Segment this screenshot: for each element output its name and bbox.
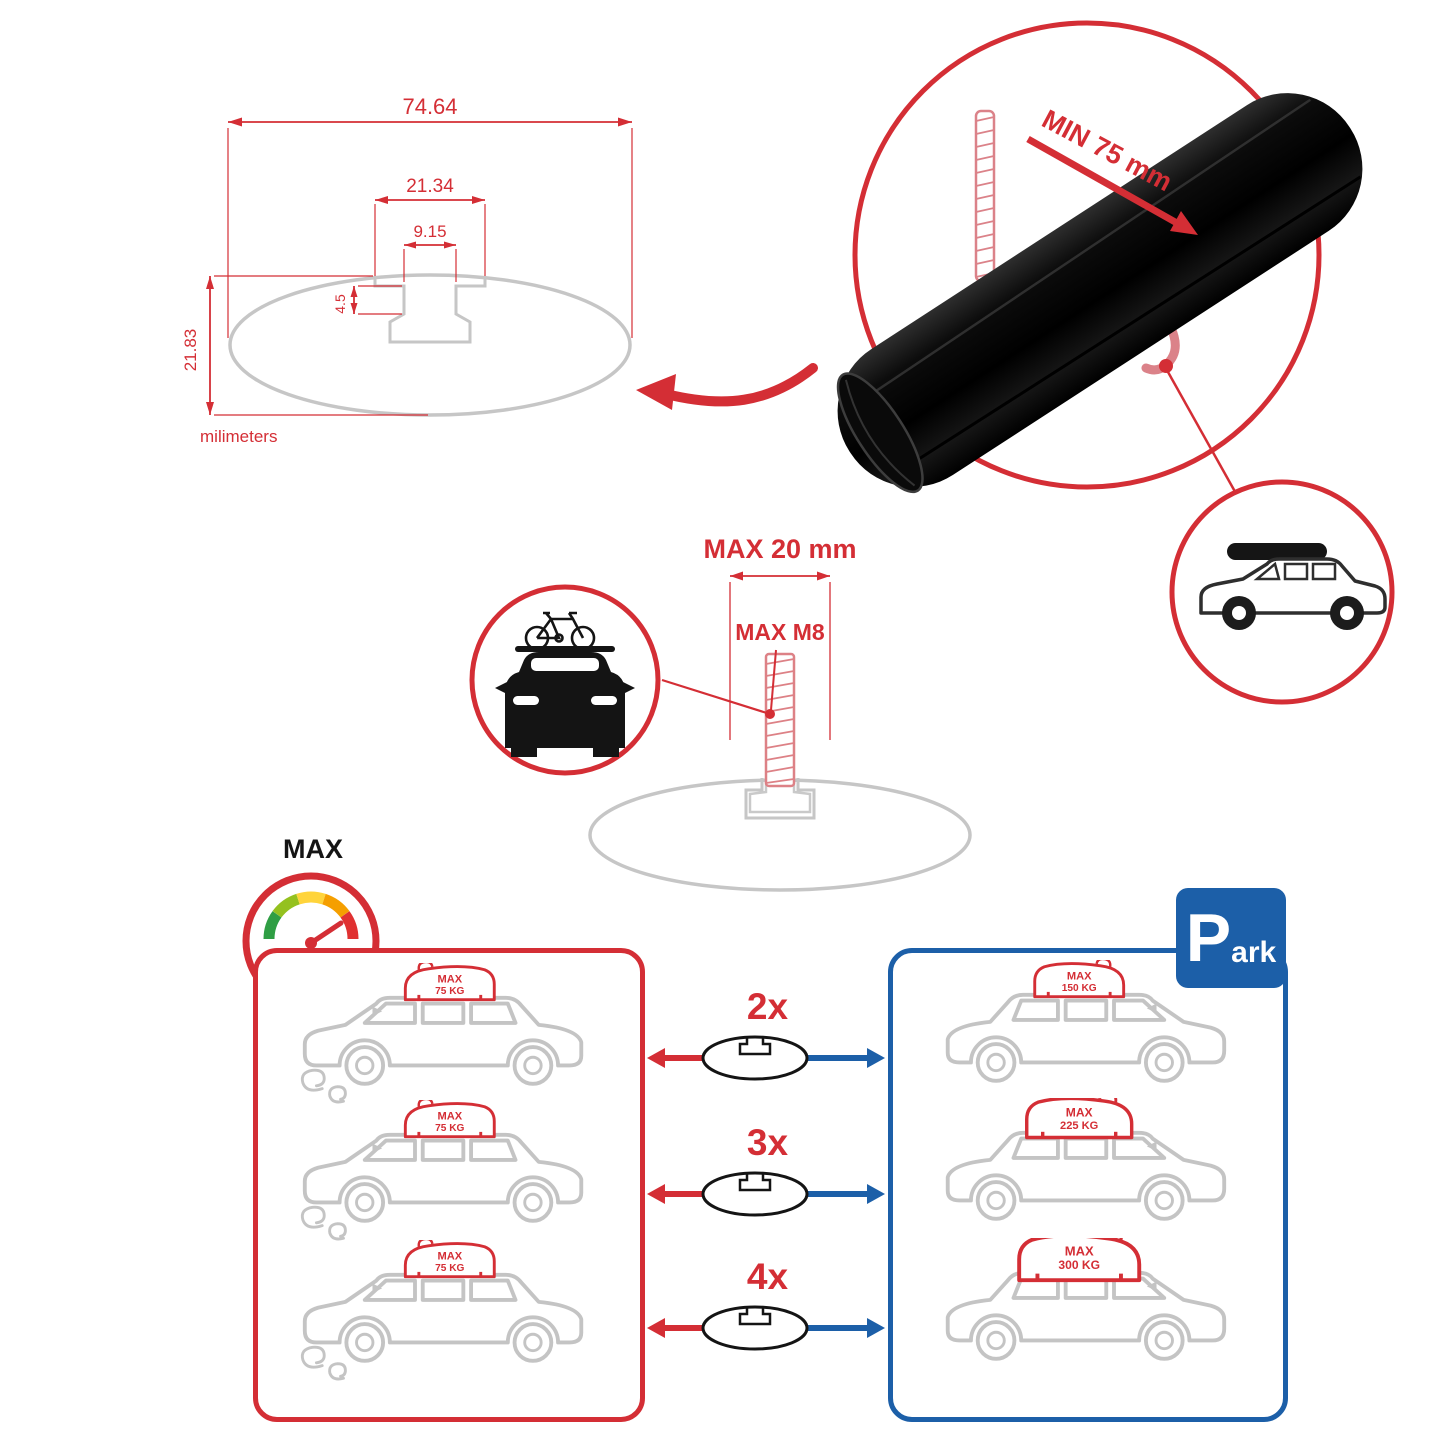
pointer-arrow [636,363,818,410]
cargo-weight-label: 75 KG [435,1263,464,1274]
car-with-cargo: MAX 300 KG [945,1238,1227,1361]
bar-count-label: 4x [746,1256,789,1297]
cargo-max-label: MAX [1067,970,1092,982]
crossbar-profile-dimension-diagram: 74.64 21.34 9.15 4.5 21.83 milimeters [181,94,633,446]
cargo-weight-label: 150 KG [1062,983,1097,994]
roof-box [1227,543,1327,560]
car-with-cargo: MAX 75 KG [300,1240,584,1381]
cargo-max-label: MAX [1065,1243,1094,1258]
car-with-cargo: MAX 75 KG [300,1100,584,1241]
park-p-letter: P [1185,900,1232,976]
bar-detail-view: MIN 75 mm [836,20,1363,498]
car-front-icon [495,652,635,757]
bike-car-circle [469,584,661,776]
bolt-thread-label: MAX M8 [735,619,825,645]
leader-to-suv-circle [1166,371,1240,498]
bar-count-row: 2x [645,986,890,1091]
cargo-max-label: MAX [1066,1105,1093,1119]
cargo-max-label: MAX [437,1110,462,1122]
speedometer-needle [308,920,344,946]
suv-roofbox-illustration [1199,543,1387,630]
roof-bar-icon [515,646,615,652]
bar-count-row: 3x [645,1122,890,1227]
bolt-dimension-lines [661,575,831,740]
cargo-max-label: MAX [437,973,462,985]
bar-count-label: 2x [746,986,789,1027]
bar-count-arrows [647,1035,885,1081]
bolt-diagram: MAX 20 mm MAX M8 [588,534,972,892]
car-with-cargo: MAX 150 KG [945,960,1227,1083]
bar-count-arrows [647,1171,885,1217]
clamp-anchor-dot [1159,359,1173,373]
bar-profile-ellipse [228,273,632,417]
dimension-arrowheads [206,117,632,415]
dimension-lines [209,121,633,416]
dim-slot-outer-width: 21.34 [406,176,454,197]
car-with-cargo: MAX 75 KG [300,963,584,1104]
bar-profile-outline [228,273,632,417]
bar-count-row: 4x [645,1256,890,1361]
speed-max-label: MAX [283,834,343,864]
cargo-weight-label: 75 KG [435,986,464,997]
bar-cross-section-icon [701,1305,809,1351]
dim-total-height: 21.83 [181,329,200,372]
cargo-weight-label: 75 KG [435,1123,464,1134]
park-ark-text: ark [1231,936,1277,969]
speedometer-arc [263,891,359,940]
bar-count-arrows [647,1305,885,1351]
bar-cross-section-icon [701,1035,809,1081]
bar-end-cap [836,372,924,494]
car-with-cargo: MAX 225 KG [945,1098,1227,1221]
dimension-labels: 74.64 21.34 9.15 4.5 21.83 milimeters [181,94,458,446]
units-label: milimeters [200,427,277,446]
dim-slot-opening-width: 9.15 [413,222,446,241]
bolt-dimension-arrowheads [730,571,830,719]
crossbar-3d [836,93,1363,494]
dim-slot-lip-depth: 4.5 [332,294,348,314]
bar-count-label: 3x [746,1122,789,1163]
bolt-width-label: MAX 20 mm [703,534,856,564]
bar-cross-section-icon [701,1171,809,1217]
u-clamp-rod [974,109,996,283]
cargo-weight-label: 300 KG [1058,1258,1100,1272]
dim-total-width: 74.64 [402,94,457,119]
mounting-bolt [764,652,796,788]
cargo-weight-label: 225 KG [1060,1120,1098,1132]
cargo-max-label: MAX [437,1250,462,1262]
suv-roofbox-circle [1169,479,1395,705]
